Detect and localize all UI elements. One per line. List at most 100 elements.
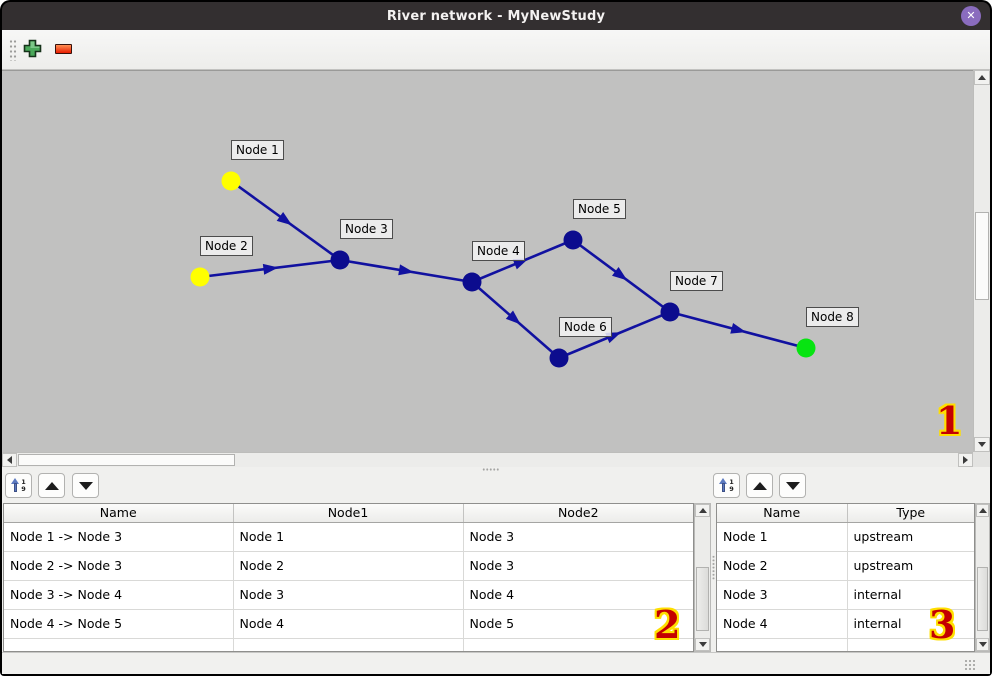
- table-cell: upstream: [847, 522, 974, 552]
- table-cell: Node 4 -> Node 5: [4, 609, 234, 639]
- network-node[interactable]: [549, 348, 569, 368]
- scroll-down-button[interactable]: [974, 437, 990, 452]
- nodes-table-scrollbar[interactable]: [975, 503, 990, 652]
- node-label[interactable]: Node 3: [340, 219, 393, 239]
- scroll-left-button[interactable]: [2, 453, 17, 467]
- vertical-scroll-thumb[interactable]: [977, 567, 988, 631]
- node-label[interactable]: Node 2: [200, 236, 253, 256]
- vertical-scroll-thumb[interactable]: [975, 212, 989, 300]
- scroll-down-button[interactable]: [695, 638, 710, 651]
- node-label[interactable]: Node 6: [559, 317, 612, 337]
- links-move-up-button[interactable]: [38, 473, 65, 498]
- panel-splitter[interactable]: [2, 467, 990, 472]
- node-label[interactable]: Node 7: [670, 271, 723, 291]
- table-cell: [4, 638, 234, 651]
- links-move-down-button[interactable]: [72, 473, 99, 498]
- scroll-up-button[interactable]: [695, 504, 710, 517]
- titlebar[interactable]: River network - MyNewStudy ✕: [2, 2, 990, 30]
- splitter-grip-icon: [712, 555, 715, 581]
- table-cell: Node 4: [233, 609, 464, 639]
- network-canvas[interactable]: 1 Node 1 Node 2 Node 3 Node 4 Node 5 Node 6 No…: [2, 70, 973, 452]
- horizontal-scroll-thumb[interactable]: [18, 454, 235, 466]
- column-header[interactable]: Type: [847, 504, 974, 523]
- nodes-move-down-button[interactable]: [779, 473, 806, 498]
- table-cell: Node 1: [717, 522, 848, 552]
- table-cell: Node 3 -> Node 4: [4, 580, 234, 610]
- flow-arrow-icon: [398, 264, 414, 276]
- links-table-scrollbar[interactable]: [694, 503, 711, 652]
- left-arrow-icon: [7, 456, 12, 464]
- down-arrow-icon: [978, 442, 986, 447]
- table-cell: upstream: [847, 551, 974, 581]
- table-cell: Node 1 -> Node 3: [4, 522, 234, 552]
- column-header[interactable]: Name: [4, 504, 234, 523]
- up-arrow-icon: [44, 481, 59, 490]
- network-node[interactable]: [330, 250, 350, 270]
- node-label[interactable]: Node 5: [573, 199, 626, 219]
- table-cell: Node 2 -> Node 3: [4, 551, 234, 581]
- column-header[interactable]: Node2: [463, 504, 693, 523]
- column-header[interactable]: Node1: [233, 504, 464, 523]
- node-label[interactable]: Node 1: [231, 140, 284, 160]
- close-button[interactable]: ✕: [961, 6, 981, 26]
- table-cell: [233, 638, 464, 651]
- table-row[interactable]: [4, 638, 693, 651]
- vertical-scroll-thumb[interactable]: [696, 567, 709, 631]
- flow-arrow-icon: [505, 310, 521, 325]
- network-node[interactable]: [462, 272, 482, 292]
- network-node[interactable]: [660, 302, 680, 322]
- up-arrow-icon: [978, 75, 986, 80]
- up-arrow-icon: [698, 508, 707, 513]
- add-icon[interactable]: [23, 39, 42, 62]
- flow-arrow-icon: [512, 258, 529, 270]
- flow-arrow-icon: [730, 323, 747, 334]
- canvas-horizontal-scrollbar[interactable]: [2, 452, 973, 467]
- scroll-up-button[interactable]: [974, 70, 990, 85]
- down-arrow-icon: [78, 481, 93, 490]
- scroll-right-button[interactable]: [958, 453, 973, 467]
- table-cell: Node 1: [233, 522, 464, 552]
- table-row[interactable]: [717, 638, 974, 651]
- tables-splitter[interactable]: [711, 503, 716, 652]
- down-arrow-icon: [785, 481, 800, 490]
- network-node[interactable]: [563, 230, 583, 250]
- status-bar: [2, 652, 990, 674]
- node-label[interactable]: Node 8: [806, 307, 859, 327]
- splitter-grip-icon: [482, 468, 500, 471]
- remove-icon[interactable]: [55, 44, 72, 54]
- annotation-2: 2: [654, 602, 681, 647]
- up-arrow-icon: [978, 508, 987, 513]
- flow-arrow-icon: [262, 263, 279, 275]
- scroll-down-button[interactable]: [976, 638, 989, 651]
- scroll-up-button[interactable]: [976, 504, 989, 517]
- window-resize-grip[interactable]: [964, 659, 976, 671]
- right-arrow-icon: [963, 456, 968, 464]
- column-header[interactable]: Name: [717, 504, 848, 523]
- annotation-1: 1: [936, 398, 963, 443]
- network-node[interactable]: [190, 267, 210, 287]
- table-cell: Node 3: [463, 522, 693, 552]
- network-node[interactable]: [796, 338, 816, 358]
- network-node[interactable]: [221, 171, 241, 191]
- window-title: River network - MyNewStudy: [386, 8, 606, 24]
- node-label[interactable]: Node 4: [472, 241, 525, 261]
- nodes-move-up-button[interactable]: [746, 473, 773, 498]
- toolbar-drag-handle[interactable]: [9, 39, 17, 61]
- table-cell: internal: [847, 580, 974, 610]
- canvas-vertical-scrollbar[interactable]: [973, 70, 990, 452]
